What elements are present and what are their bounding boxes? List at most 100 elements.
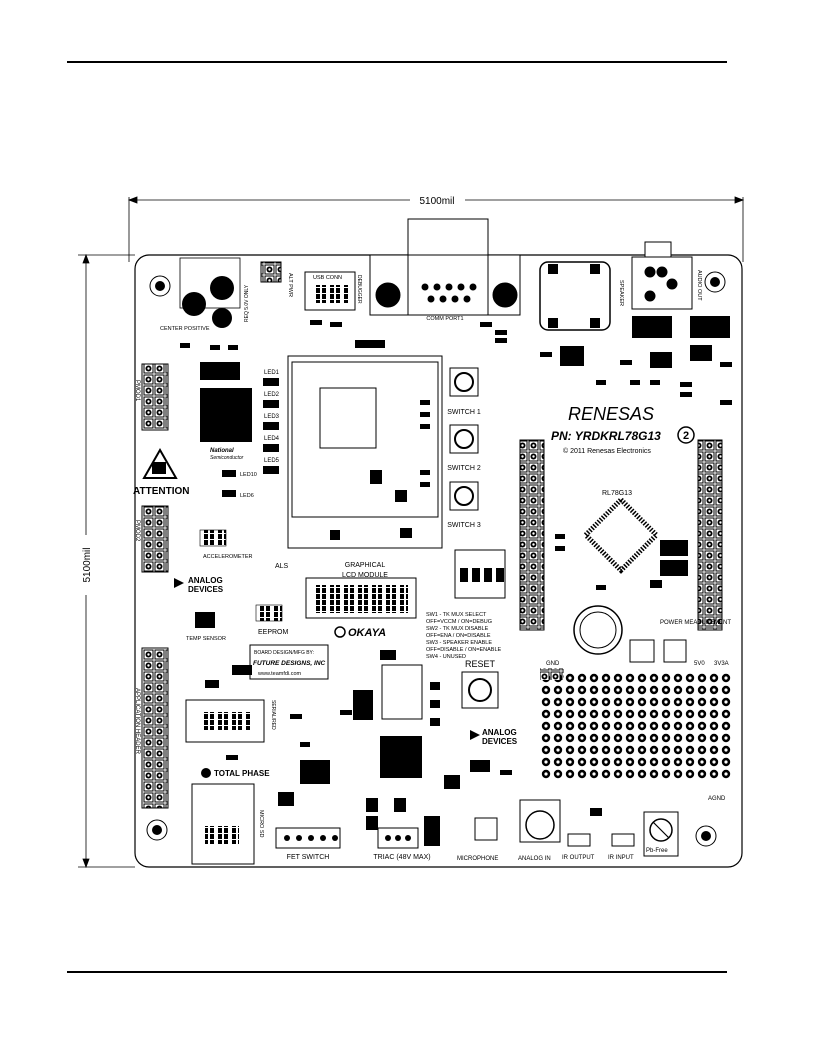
- board-design-label: BOARD DESIGN/MFG BY:: [254, 650, 314, 656]
- top-rule: [67, 61, 727, 63]
- 5v0-label: 5V0: [694, 661, 705, 667]
- led6: [222, 490, 236, 497]
- renesas-logo: RENESAS: [568, 404, 654, 424]
- usb-pads: [312, 285, 348, 303]
- led6-label: LED6: [240, 493, 254, 499]
- alt-pwr-header: [260, 261, 282, 283]
- pb-free-icon: [649, 818, 673, 842]
- height-dimension-label: 5100mil: [82, 547, 93, 582]
- revision-circle: [677, 426, 695, 444]
- gnd-header: [540, 668, 564, 680]
- national-semiconductor-chip: [200, 388, 252, 442]
- width-dimension: [127, 196, 745, 262]
- part-number: PN: YRDKRL78G13: [551, 429, 661, 443]
- bottom-rule: [67, 971, 727, 973]
- switch-settings-notes: SW1 - TK MUX SELECT OFF=VCCM / ON=DEBUG …: [426, 612, 502, 660]
- fet-chip: [381, 664, 423, 720]
- mcu-header-left: [519, 439, 545, 631]
- sw-note-5: SW3 - SPEAKER ENABLE: [426, 640, 492, 646]
- okaya-icon: [334, 626, 346, 638]
- attention-label: ATTENTION: [133, 486, 189, 497]
- pmod1-header: [141, 363, 169, 431]
- center-positive-label: CENTER POSITIVE: [160, 326, 210, 332]
- reset-button: [461, 671, 499, 709]
- pmod1-label: PMOD1: [134, 380, 140, 402]
- analog-devices-icon-2: [470, 730, 480, 740]
- temp-sensor-chip: [195, 612, 215, 628]
- mounting-holes: [146, 271, 726, 847]
- mcu-label: RL78G13: [602, 490, 632, 497]
- comm-port-label: COMM PORT1: [426, 316, 463, 322]
- led3-label: LED3: [264, 414, 280, 420]
- accelerometer-chip: [199, 529, 227, 547]
- audio-out-label: AUDIO OUT: [696, 270, 702, 301]
- analog-devices-icon: [174, 578, 184, 588]
- pwr-note-label: REQ 5.0V ONLY: [244, 284, 250, 322]
- serial-pads: [200, 712, 250, 730]
- comm-port-connector: [369, 218, 521, 316]
- speaker-label: SPEAKER: [618, 280, 624, 306]
- micro-sd-socket: [191, 783, 255, 865]
- microphone-label: MICROPHONE: [457, 856, 498, 862]
- temp-sensor-label: TEMP SENSOR: [186, 636, 226, 642]
- ir-input-label: IR INPUT: [608, 855, 634, 861]
- sw-note-1: SW1 - TK MUX SELECT: [426, 612, 487, 618]
- application-header-label: APPLICATION HEADER: [134, 688, 140, 755]
- pmod2-label: PMOD2: [134, 520, 140, 542]
- accelerometer-label: ACCELEROMETER: [203, 554, 253, 560]
- analog-devices-line2-left: DEVICES: [188, 585, 224, 594]
- copyright-text: © 2011 Renesas Electronics: [563, 447, 651, 455]
- ir-input-receiver: [611, 833, 635, 847]
- analog-devices-line1-center: ANALOG: [482, 728, 517, 737]
- debugger-label: DEBUGGER: [356, 275, 362, 304]
- lcd-module: [287, 355, 443, 619]
- speaker: [539, 261, 611, 331]
- regulator-chip: [200, 362, 240, 380]
- led4-label: LED4: [264, 436, 280, 442]
- alt-pwr-label: ALT PWR: [287, 273, 293, 297]
- application-header: [141, 647, 169, 809]
- width-dimension-label: 5100mil: [419, 196, 454, 207]
- power-measurement-header-2: [663, 639, 687, 663]
- 3v3a-label: 3V3A: [714, 661, 729, 667]
- led10-label: LED10: [240, 472, 257, 478]
- audio-out-jack: [631, 241, 693, 310]
- sw-note-7: SW4 - UNUSED: [426, 654, 466, 660]
- micro-sd-pads: [205, 826, 239, 844]
- coin-battery-inner: [579, 611, 617, 649]
- triac-label: TRIAC (48V MAX): [373, 854, 430, 861]
- switch-buttons: [449, 367, 479, 511]
- power-jack: [179, 257, 241, 328]
- passive-components: [180, 320, 732, 846]
- switch-2-label: SWITCH 2: [447, 465, 481, 472]
- led10: [222, 470, 236, 477]
- total-phase-icon: [201, 768, 211, 778]
- pb-free-label: Pb-Free: [646, 848, 668, 854]
- led2-label: LED2: [264, 392, 280, 398]
- semiconductor-text: Semiconductor: [210, 455, 244, 461]
- gnd-label: GND: [546, 661, 560, 667]
- revision-number: 2: [683, 430, 689, 442]
- lcd-flex-connector: [316, 585, 408, 613]
- switch-1-label: SWITCH 1: [447, 409, 481, 416]
- height-dimension: [78, 253, 135, 869]
- sw-note-2: OFF=VCCM / ON=DEBUG: [426, 619, 492, 625]
- lcd-module-label: LCD MODULE: [342, 572, 388, 579]
- board-design-box: [249, 644, 329, 680]
- pmod2-header: [141, 505, 169, 573]
- rl78g13-mcu: [582, 496, 660, 574]
- audio-amp-chip: [632, 316, 672, 338]
- micro-sd-label: MICRO SD: [258, 810, 264, 838]
- ir-output-label: IR OUTPUT: [562, 855, 595, 861]
- eeprom-chip: [255, 604, 283, 622]
- national-logo-text: National: [210, 448, 234, 454]
- total-phase-label: TOTAL PHASE: [214, 769, 270, 778]
- led5-label: LED5: [264, 458, 280, 464]
- analog-devices-line2-center: DEVICES: [482, 737, 518, 746]
- audio-filter-chip: [690, 316, 730, 338]
- sw-note-3: SW2 - TK MUX DISABLE: [426, 626, 489, 632]
- serial-label: SERIAL/RED: [270, 700, 276, 730]
- microphone-element: [474, 817, 498, 841]
- sw-note-6: OFF=DISABLE / ON=ENABLE: [426, 647, 502, 653]
